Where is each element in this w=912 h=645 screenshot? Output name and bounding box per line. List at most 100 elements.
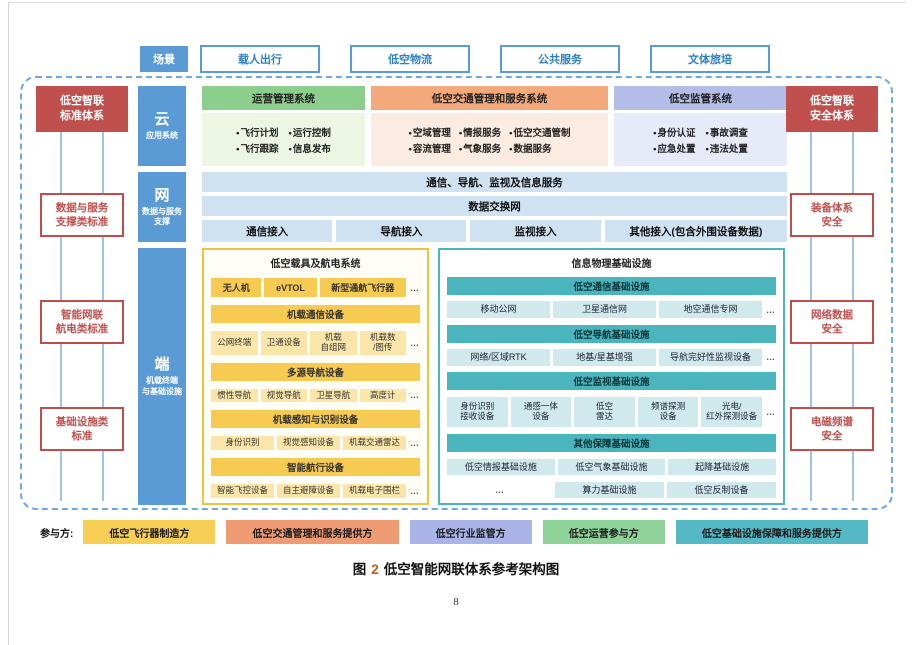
system-item: 事故调查 (706, 125, 748, 139)
security-item-equipment: 装备体系 安全 (790, 193, 874, 237)
system-item: 身份认证 (653, 125, 695, 139)
system-header: 低空交通管理和服务系统 (371, 86, 608, 110)
infra-panel-title: 信息物理基础设施 (571, 259, 652, 270)
system-item: 气象服务 (459, 141, 501, 155)
equipment-cell: 公网终端 (211, 331, 258, 355)
participant-infra-service-provider: 低空基础设施保障和服务提供方 (675, 520, 868, 544)
page-number: 8 (453, 596, 459, 608)
security-item-spectrum: 电磁频谱 安全 (790, 407, 874, 451)
cyber-physical-infra-panel: 信息物理基础设施 低空通信基础设施 移动公网卫星通信网地空通信专网… 低空导航基… (438, 248, 785, 505)
equipment-cell: 机载电子围栏 (343, 484, 406, 498)
surveillance-infra-header: 低空监视基础设施 (447, 372, 776, 391)
system-item: 数据服务 (509, 141, 570, 155)
equipment-cell: 机载 自组网 (310, 331, 357, 355)
system-header: 运营管理系统 (202, 86, 365, 110)
participant-operator: 低空运营参与方 (542, 520, 665, 544)
multi-source-nav-header: 多源导航设备 (211, 362, 420, 381)
ellipsis: … (766, 352, 775, 363)
cloud-layer-char: 云 (154, 110, 170, 128)
cloud-systems: 运营管理系统 飞行计划运行控制飞行跟踪信息发布 低空交通管理和服务系统 空域管理… (202, 86, 787, 166)
infra-cell: 低空情报基础设施 (447, 458, 555, 475)
equipment-cell: 惯性导航 (211, 388, 258, 403)
infra-cell: 低空反制设备 (667, 481, 776, 498)
terminal-layer-char: 端 (154, 356, 170, 374)
equipment-cell: 卫通设备 (260, 331, 307, 355)
cloud-layer-label: 云 应用系统 (138, 86, 186, 166)
scenario-passenger-travel: 载人出行 (200, 45, 320, 73)
equipment-cell: 视觉感知设备 (277, 436, 340, 451)
system-item: 运行控制 (289, 125, 331, 139)
smart-navigation-row: 智能飞控设备自主避障设备机载电子围栏 … (211, 484, 420, 498)
data-exchange-network-bar: 数据交换网 (202, 196, 787, 216)
equipment-cell: 自主避障设备 (277, 484, 340, 498)
scenario-logistics: 低空物流 (350, 45, 470, 73)
vehicle-panel-title: 低空载具及航电系统 (270, 259, 361, 270)
figure-number: 2 (371, 562, 379, 577)
infra-cell: 卫星通信网 (553, 301, 656, 318)
ellipsis: … (410, 486, 419, 497)
caption-prefix: 图 (352, 562, 367, 577)
system-items: 空域管理情报服务低空交通管制容流管理气象服务数据服务 (371, 113, 608, 166)
participant-traffic-service-provider: 低空交通管理和服务提供方 (226, 520, 399, 544)
ellipsis: … (410, 282, 419, 293)
equipment-cell: 机载数 /图传 (359, 331, 406, 355)
infra-cell: 通感一体 设备 (510, 397, 572, 428)
network-layer-sublabel: 数据与服务 支撑 (142, 206, 182, 226)
cns-info-service-bar: 通信、导航、监视及信息服务 (202, 172, 787, 192)
security-column: 低空智联 安全体系 装备体系 安全 网络数据 安全 电磁频谱 安全 (784, 86, 880, 505)
center-stack: 云 应用系统 运营管理系统 飞行计划运行控制飞行跟踪信息发布 低空交通管理和服务… (138, 86, 788, 505)
ellipsis: … (410, 390, 419, 401)
ellipsis: … (410, 337, 419, 348)
infra-cell: 频谱探测 设备 (637, 397, 699, 428)
infra-cell: 起降基础设施 (668, 458, 777, 475)
sensing-recognition-row: 身份识别视觉感知设备机载交通雷达 … (211, 436, 420, 451)
onboard-comm-header: 机载通信设备 (211, 305, 420, 324)
infra-cell: 导航完好性监视设备 (659, 349, 762, 366)
equipment-cell: 视觉导航 (260, 388, 307, 403)
system-header: 低空监管系统 (614, 86, 787, 110)
system-item: 容流管理 (408, 141, 451, 155)
vehicle-type-cell: eVTOL (264, 278, 317, 298)
cloud-layer: 云 应用系统 运营管理系统 飞行计划运行控制飞行跟踪信息发布 低空交通管理和服务… (138, 86, 787, 166)
standards-column: 低空智联 标准体系 数据与服务 支撑类标准 智能网联 航电类标准 基础设施类 标… (34, 86, 130, 505)
nav-infra-header: 低空导航基础设施 (447, 324, 776, 343)
ellipsis: … (766, 304, 775, 315)
system-item: 空域管理 (408, 125, 451, 139)
other-access-cell: 其他接入(包含外围设备数据) (604, 220, 788, 242)
equipment-cell: 身份识别 (211, 436, 274, 451)
system-item: 违法处置 (706, 141, 748, 155)
traffic-management-service-system: 低空交通管理和服务系统 空域管理情报服务低空交通管制容流管理气象服务数据服务 (371, 86, 608, 166)
equipment-cell: 卫星导航 (310, 388, 357, 403)
access-row: 通信接入 导航接入 监视接入 其他接入(包含外围设备数据) (202, 220, 788, 242)
architecture-frame (20, 76, 893, 510)
infra-cell: 低空 雷达 (574, 397, 635, 428)
network-layer: 网 数据与服务 支撑 通信、导航、监视及信息服务 数据交换网 通信接入 导航接入… (138, 172, 788, 242)
sensing-recognition-header: 机载感知与识别设备 (211, 410, 420, 429)
participant-industry-regulator: 低空行业监管方 (409, 520, 532, 544)
scenario-label: 场景 (140, 46, 188, 72)
smart-navigation-header: 智能航行设备 (211, 458, 420, 477)
network-bars: 通信、导航、监视及信息服务 数据交换网 通信接入 导航接入 监视接入 其他接入(… (202, 172, 788, 242)
surveillance-access-cell: 监视接入 (470, 220, 601, 242)
infra-cell: 身份识别 接收设备 (447, 397, 508, 428)
standards-item-avionics: 智能网联 航电类标准 (40, 300, 124, 344)
participant-aircraft-manufacturer: 低空飞行器制造方 (83, 520, 216, 544)
comm-infra-header: 低空通信基础设施 (447, 276, 776, 295)
ellipsis: … (410, 438, 419, 449)
system-item: 飞行计划 (236, 125, 278, 139)
system-items: 飞行计划运行控制飞行跟踪信息发布 (202, 113, 365, 166)
infra-cell: 低空气象基础设施 (557, 458, 666, 475)
equipment-cell: 机载交通雷达 (343, 436, 406, 451)
supervision-system: 低空监管系统 身份认证事故调查应急处置违法处置 (614, 86, 787, 166)
network-layer-char: 网 (154, 186, 170, 204)
comm-access-cell: 通信接入 (202, 220, 333, 242)
equipment-cell: 智能飞控设备 (211, 484, 274, 498)
participants-label: 参与方: (40, 528, 74, 540)
infra-cell: 网络/区域RTK (447, 349, 550, 366)
